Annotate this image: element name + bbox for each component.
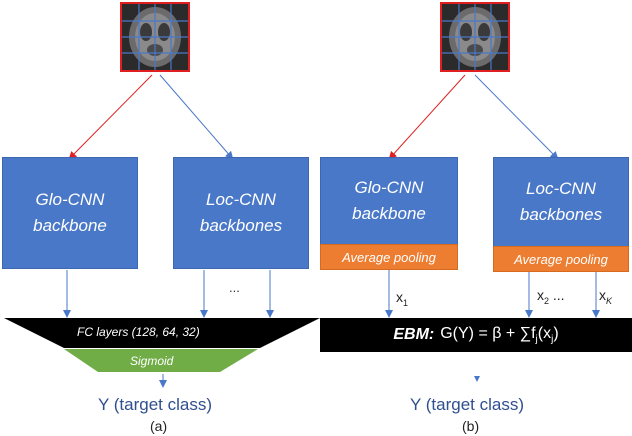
x1-label: x1 bbox=[396, 289, 409, 308]
glo-cnn-backbone-b: Glo-CNN backbone bbox=[320, 157, 458, 245]
target-class-a: Y (target class) bbox=[98, 395, 213, 414]
sigmoid-trapezoid bbox=[64, 349, 258, 372]
avg-pooling-glo: Average pooling bbox=[320, 244, 458, 270]
ebm-bar: EBM: G(Y) = β + ∑fj(xj) bbox=[320, 318, 632, 352]
avg-pooling-loc: Average pooling bbox=[493, 246, 629, 272]
ebm-label: EBM: bbox=[393, 326, 435, 343]
sigmoid-label: Sigmoid bbox=[130, 354, 174, 368]
brain-image-a bbox=[120, 2, 190, 72]
loc-cnn-backbones-a: Loc-CNN backbones bbox=[173, 157, 309, 269]
target-class-b: Y (target class) bbox=[410, 395, 525, 414]
arrow-b-red bbox=[388, 74, 466, 160]
arrow-b-out bbox=[474, 376, 480, 382]
brain-scan-icon bbox=[122, 4, 188, 70]
arrow-a-red bbox=[68, 74, 153, 160]
glo-cnn-backbone-a: Glo-CNN backbone bbox=[2, 157, 138, 269]
arrow-b-blue bbox=[474, 74, 559, 160]
brain-image-b bbox=[440, 2, 510, 72]
loc-cnn-label-a: Loc-CNN backbones bbox=[199, 190, 283, 235]
xk-label: xK bbox=[599, 287, 613, 306]
avg-pooling-glo-label: Average pooling bbox=[342, 249, 436, 265]
fc-layers-trapezoid bbox=[4, 318, 320, 348]
glo-cnn-label-a: Glo-CNN backbone bbox=[33, 190, 107, 235]
caption-a: (a) bbox=[150, 418, 168, 434]
brain-scan-icon bbox=[442, 4, 508, 70]
fc-layers-label: FC layers (128, 64, 32) bbox=[77, 325, 200, 339]
arrow-a-blue bbox=[159, 74, 234, 160]
loc-cnn-label-b: Loc-CNN backbones bbox=[519, 179, 603, 224]
caption-b: (b) bbox=[462, 418, 480, 434]
glo-cnn-label-b: Glo-CNN backbone bbox=[352, 178, 426, 223]
ebm-formula: G(Y) = β + ∑fj(xj) bbox=[440, 324, 559, 346]
loc-cnn-backbones-b: Loc-CNN backbones bbox=[493, 157, 629, 247]
dots-a: ... bbox=[229, 280, 240, 295]
avg-pooling-loc-label: Average pooling bbox=[514, 251, 608, 267]
x2-label: x2 ... bbox=[537, 287, 565, 306]
